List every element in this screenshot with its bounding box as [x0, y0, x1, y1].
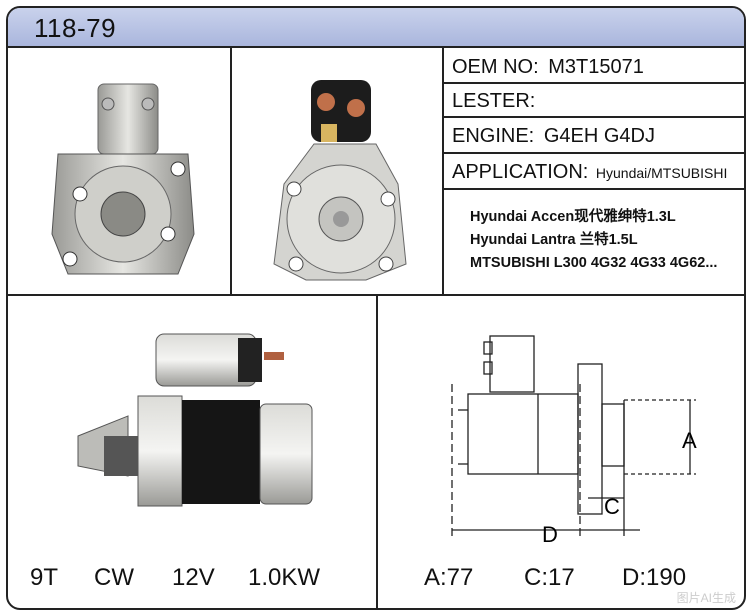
- solenoid-outline: [489, 335, 535, 393]
- application-label: APPLICATION:: [452, 161, 589, 183]
- divider: [376, 294, 378, 608]
- starter-rear-view-image: [273, 80, 407, 281]
- engine-value: G4EH G4DJ: [543, 125, 655, 147]
- part-number-title: 118-79: [34, 13, 117, 43]
- application-item: MTSUBISHI L300 4G32 4G33 4G62...: [470, 255, 718, 271]
- lester-row: LESTER:: [452, 90, 535, 113]
- dimension-c-label: C: [604, 494, 620, 519]
- divider: [230, 46, 232, 296]
- dimension-d-value: D:190: [622, 564, 687, 591]
- header-bar: 118-79: [8, 8, 744, 48]
- spec-teeth: 9T: [30, 564, 59, 591]
- application-list: Hyundai Accen现代雅绅特1.3L Hyundai Lantra 兰特…: [470, 206, 717, 275]
- dimension-c-value: C:17: [524, 564, 575, 591]
- application-item: Hyundai Lantra 兰特1.5L: [470, 232, 638, 248]
- oem-value: M3T15071: [548, 56, 644, 78]
- starter-side-view-image: [77, 333, 313, 507]
- product-card: 118-79 OEM NO: M3T15071 LESTER: ENGINE: …: [6, 6, 746, 610]
- spec-voltage: 12V: [172, 564, 215, 591]
- lester-label: LESTER:: [452, 90, 536, 112]
- starter-front-view-image: [51, 83, 195, 275]
- application-item: Hyundai Accen现代雅绅特1.3L: [470, 209, 676, 225]
- spec-rotation: CW: [94, 564, 134, 591]
- dimension-drawing: A C D: [451, 335, 697, 544]
- divider: [442, 152, 744, 154]
- dimension-d-label: D: [542, 522, 558, 544]
- divider: [442, 82, 744, 84]
- engine-row: ENGINE: G4EH G4DJ: [452, 125, 655, 148]
- dimension-a-label: A: [682, 428, 697, 453]
- divider: [442, 116, 744, 118]
- watermark: 图片AI生成: [676, 591, 736, 605]
- engine-label: ENGINE:: [452, 125, 535, 147]
- divider: [442, 188, 744, 190]
- dimension-a-value: A:77: [424, 564, 474, 591]
- oem-row: OEM NO: M3T15071: [452, 56, 644, 79]
- divider: [442, 46, 444, 296]
- spec-power: 1.0KW: [248, 564, 321, 591]
- application-value: Hyundai/MTSUBISHI: [595, 165, 728, 181]
- application-row: APPLICATION: Hyundai/MTSUBISHI: [452, 161, 727, 184]
- oem-label: OEM NO:: [452, 56, 539, 78]
